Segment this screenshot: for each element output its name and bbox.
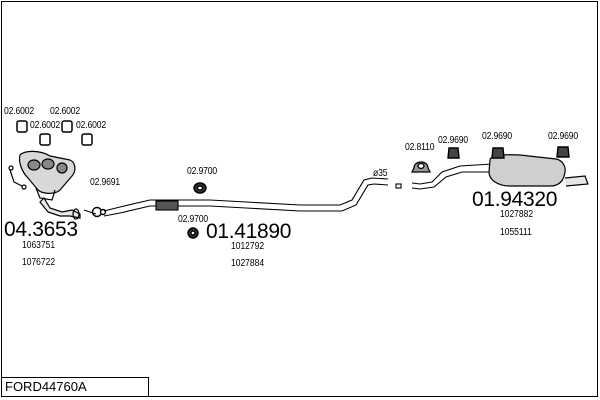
gasket-label-1: 02.6002 (4, 105, 34, 117)
front-ref-1: 1063751 (22, 240, 56, 251)
front-part-number: 04.3653 (4, 218, 78, 241)
middle-ref-2: 1027884 (231, 258, 265, 269)
gasket-label-3: 02.6002 (50, 105, 80, 117)
gasket2-label: 02.9691 (90, 176, 120, 188)
model-code-box: FORD44760A (1, 377, 149, 397)
model-code: FORD44760A (5, 379, 87, 394)
downpipe-graphic (39, 197, 81, 220)
rear-hanger-label-2: 02.9690 (482, 130, 512, 142)
diameter-label: ø35 (373, 167, 388, 179)
middle-part-number: 01.41890 (206, 220, 292, 243)
middle-ref-1: 1012792 (231, 241, 265, 252)
rear-muffler-graphic (488, 154, 589, 187)
gasket2-icon (91, 206, 107, 218)
rear-ref-2: 1055111 (500, 227, 532, 238)
rear-part-number: 01.94320 (472, 188, 558, 211)
clamp-label: 02.8110 (405, 141, 435, 153)
gasket-label-2: 02.6002 (30, 119, 60, 131)
rear-hanger-label-3: 02.9690 (548, 130, 578, 142)
gasket-label-4: 02.6002 (76, 119, 106, 131)
gasket-icons (16, 120, 93, 146)
manifold-graphic (8, 150, 76, 201)
hanger-icon (187, 182, 207, 239)
clamp-icon (410, 161, 432, 173)
hanger-label: 02.9700 (187, 165, 217, 177)
rear-pipe-graphic (411, 163, 493, 190)
rear-hanger-label-1: 02.9690 (438, 134, 468, 146)
rear-ref-1: 1027882 (500, 209, 534, 220)
middle-pipe-graphic (83, 177, 402, 217)
front-ref-2: 1076722 (22, 257, 56, 268)
rear-hanger-icons (447, 146, 570, 159)
hanger-lower-label: 02.9700 (178, 213, 208, 225)
